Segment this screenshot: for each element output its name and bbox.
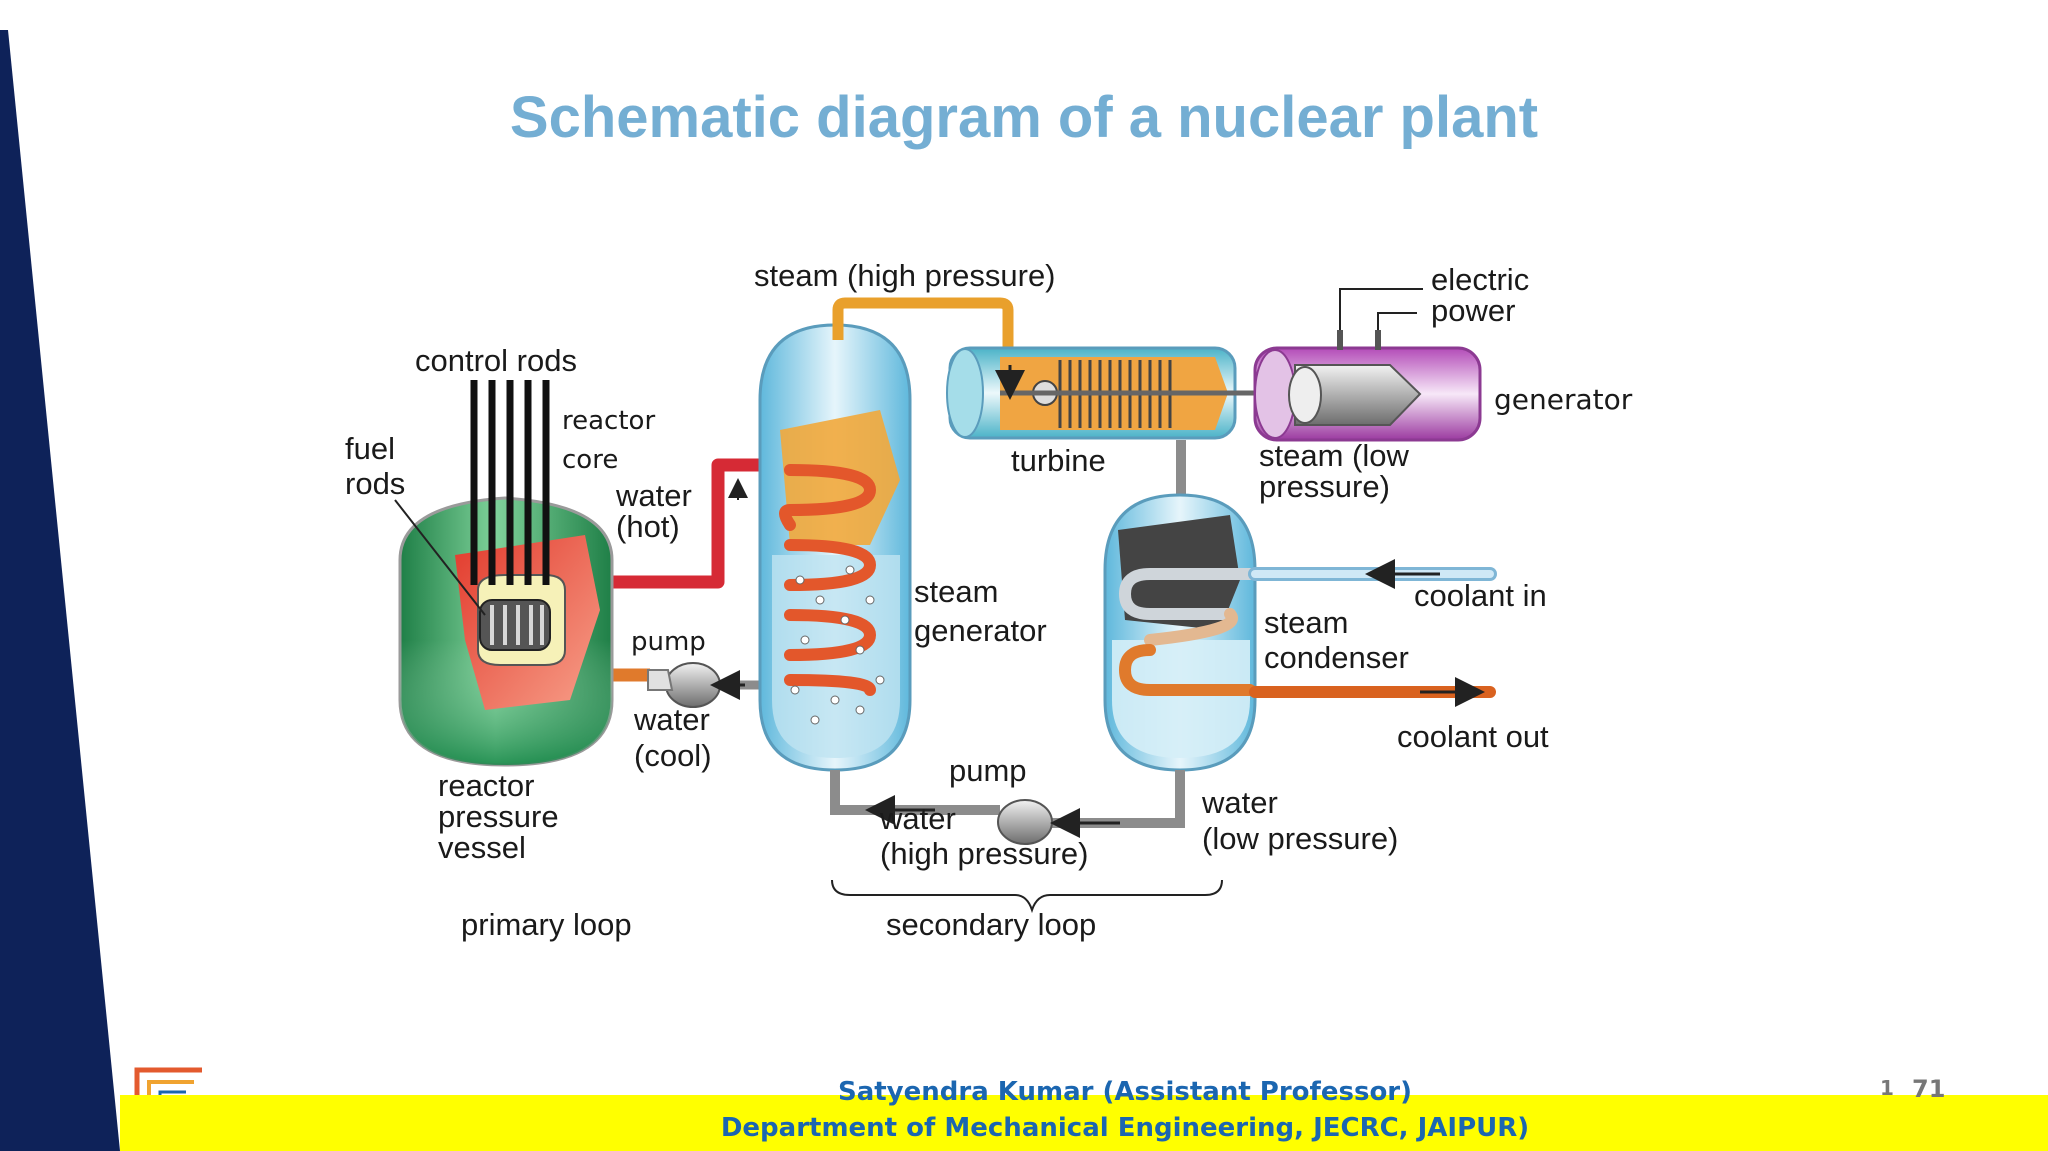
label-water-cool-1: water <box>634 702 710 737</box>
label-water-hot-1: water <box>616 478 692 513</box>
label-reactor-core-2: core <box>562 445 619 475</box>
control-rods <box>470 380 550 585</box>
reactor-vessel <box>398 496 614 767</box>
label-steam-high-pressure: steam (high pressure) <box>754 258 1056 293</box>
label-primary-loop: primary loop <box>461 907 632 942</box>
label-water-high-2: (high pressure) <box>880 836 1089 871</box>
label-fuel-rods-2: rods <box>345 466 406 501</box>
label-water-hot-2: (hot) <box>616 509 680 544</box>
label-water-low-2: (low pressure) <box>1202 821 1399 856</box>
page-number-prefix: 1 <box>1880 1076 1894 1100</box>
label-pump-primary: pump <box>631 627 706 657</box>
label-steam-generator-2: generator <box>914 613 1047 648</box>
steam-generator-tank <box>758 323 912 772</box>
label-coolant-in: coolant in <box>1414 578 1547 613</box>
label-reactor-vessel-3: vessel <box>438 830 526 865</box>
label-water-high-1: water <box>880 801 956 836</box>
footer-bar <box>120 1095 2048 1151</box>
label-fuel-rods-1: fuel <box>345 431 395 466</box>
slide-title: Schematic diagram of a nuclear plant <box>509 85 1539 150</box>
label-steam-low-2: pressure) <box>1259 469 1390 504</box>
label-steam-generator-1: steam <box>914 574 999 609</box>
primary-pump <box>647 662 721 708</box>
turbine <box>946 346 1260 440</box>
footer-author: Satyendra Kumar (Assistant Professor) <box>837 1077 1413 1107</box>
label-reactor-vessel-1: reactor <box>438 768 535 803</box>
label-electric-power-1: electric <box>1431 262 1530 297</box>
label-steam-low-1: steam (low <box>1259 438 1409 473</box>
label-control-rods: control rods <box>415 343 577 378</box>
steam-condenser-tank <box>1103 493 1257 772</box>
label-electric-power-2: power <box>1431 293 1516 328</box>
footer-department: Department of Mechanical Engineering, JE… <box>720 1113 1530 1143</box>
label-reactor-core-1: reactor <box>562 406 656 436</box>
label-coolant-out: coolant out <box>1397 719 1549 754</box>
page-number: 71 <box>1912 1075 1946 1103</box>
label-water-cool-2: (cool) <box>634 738 712 773</box>
label-steam-condenser-2: condenser <box>1264 640 1409 675</box>
generator <box>1253 330 1482 442</box>
label-reactor-vessel-2: pressure <box>438 799 559 834</box>
label-steam-condenser-1: steam <box>1264 605 1349 640</box>
label-secondary-loop: secondary loop <box>886 907 1097 942</box>
label-pump-secondary: pump <box>949 753 1027 788</box>
label-turbine: turbine <box>1011 443 1106 478</box>
label-generator: generator <box>1494 383 1633 416</box>
label-water-low-1: water <box>1202 785 1278 820</box>
